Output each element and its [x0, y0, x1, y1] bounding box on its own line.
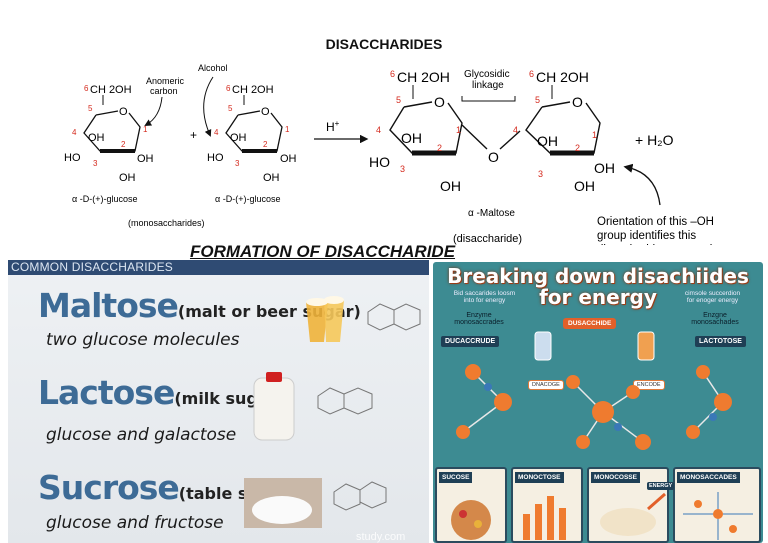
svg-text:2: 2	[437, 143, 442, 153]
disaccharide-group: (disaccharide)	[453, 233, 522, 245]
maltose-label: α -Maltose	[468, 208, 515, 219]
svg-text:1: 1	[592, 130, 597, 140]
sucrose-name: Sucrose	[38, 468, 180, 507]
small-text-right: cimsole succerdion for enoger energy	[684, 290, 741, 304]
ring-o-4: O	[572, 94, 583, 110]
reaction-diagram: 6 CH 2OH 5 O 1 4 2 3 OH HO OH OH Anomeri…	[64, 63, 737, 245]
svg-text:5: 5	[535, 95, 540, 105]
svg-text:3: 3	[93, 159, 98, 168]
svg-text:3: 3	[538, 169, 543, 179]
maltose-sub: two glucose molecules	[46, 330, 240, 350]
oh-label-4c: OH	[574, 178, 595, 194]
sugar-pile-image: study.com	[244, 478, 405, 543]
ch2oh-label-4: CH 2OH	[536, 69, 589, 85]
glucose-1-label: α -D-(+)-glucose	[72, 194, 137, 204]
bottom-label-1: SUCOSE	[439, 472, 473, 483]
svg-text:4: 4	[513, 125, 518, 135]
lactose-item: Lactose(milk sugar)	[38, 373, 284, 412]
svg-text:3: 3	[400, 164, 405, 174]
svg-text:1: 1	[143, 125, 148, 134]
beer-glasses-image	[306, 296, 421, 342]
monosaccharides-group: (monosaccharides)	[128, 218, 205, 228]
svg-text:4: 4	[214, 128, 219, 137]
ch2oh-label-1: CH 2OH	[90, 84, 132, 96]
oh-label-3a: OH	[401, 130, 422, 146]
plus-sign: +	[190, 128, 197, 142]
left-tag: DUCACCRUDE	[441, 336, 500, 347]
energy-infographic-panel: Breaking down disachiides for energy Bid…	[433, 262, 763, 543]
oh-label-1c: OH	[119, 172, 136, 184]
center-tag: DUSACCHIDE	[563, 318, 617, 329]
svg-text:5: 5	[396, 95, 401, 105]
water-product: + H₂O	[635, 132, 674, 148]
right-tag: LACTOTOSE	[695, 336, 746, 347]
small-text-left: Bid saccarides loosm into for energy	[453, 290, 516, 304]
oh-label-3b: OH	[440, 178, 461, 194]
svg-text:5: 5	[88, 104, 93, 113]
svg-text:5: 5	[228, 104, 233, 113]
formation-heading: FORMATION OF DISACCHARIDE	[189, 242, 456, 261]
enzyme-right: Enzgne monosachades	[691, 312, 739, 326]
maltose-name: Maltose	[38, 286, 179, 325]
ho-label-3: HO	[369, 154, 390, 170]
ring-o-3: O	[434, 94, 445, 110]
svg-text:1: 1	[285, 125, 290, 134]
enzyme-left: Enzyme monosaccrades	[454, 312, 504, 326]
ho-label-2: HO	[207, 152, 224, 164]
maltose-structure: 6 CH 2OH 5 O 1 4 2 3 OH HO OH Glycosidic…	[369, 69, 615, 194]
orientation-arrow	[623, 163, 661, 206]
svg-text:6: 6	[226, 84, 231, 93]
ring-o-1: O	[119, 106, 128, 118]
pill-2: ENCODE	[633, 380, 665, 390]
watermark: study.com	[356, 531, 405, 543]
svg-text:4: 4	[72, 128, 77, 137]
oh-label-2a: OH	[230, 132, 247, 144]
oh-label-4a: OH	[537, 133, 558, 149]
lactose-name: Lactose	[38, 373, 175, 412]
ch2oh-label-2: CH 2OH	[232, 84, 274, 96]
panel-banner: COMMON DISACCHARIDES	[8, 260, 429, 275]
molecule-network	[456, 331, 732, 450]
ch2oh-label-3: CH 2OH	[397, 69, 450, 85]
glucose-2-structure: Alcohol 6 CH 2OH 5 O 1 4 2 3 OH HO OH OH	[198, 63, 297, 184]
bottom-label-4: MONOSACCADES	[677, 472, 740, 483]
ho-label-1: HO	[64, 152, 81, 164]
svg-text:1: 1	[456, 125, 461, 135]
svg-text:2: 2	[121, 140, 126, 149]
oh-label-1b: OH	[137, 153, 154, 165]
svg-text:6: 6	[390, 69, 395, 79]
alcohol-note: Alcohol	[198, 63, 228, 73]
oh-label-2c: OH	[263, 172, 280, 184]
sucrose-sub: glucose and fructose	[46, 513, 224, 533]
bottom-illustrations	[451, 492, 753, 540]
page-title: DISACCHARIDES	[325, 36, 443, 52]
svg-text:6: 6	[529, 69, 534, 79]
pill-1: DNACOGE	[528, 380, 564, 390]
lactose-sub: glucose and galactose	[46, 425, 237, 445]
oh-label-2b: OH	[280, 153, 297, 165]
svg-text:6: 6	[84, 84, 89, 93]
bottom-label-3: MONOCOSSE	[591, 472, 640, 483]
bridge-oxygen: O	[488, 149, 499, 165]
infographic-title-line: Breaking down disachiides for energy	[447, 264, 749, 309]
svg-text:2: 2	[575, 143, 580, 153]
oh-label-4b: OH	[594, 160, 615, 176]
energy-tag: ENERGY	[647, 482, 675, 490]
infographic-title: Breaking down disachiides for energy	[433, 266, 763, 308]
glucose-2-label: α -D-(+)-glucose	[215, 194, 280, 204]
common-disaccharides-panel: COMMON DISACCHARIDES Maltose(malt or bee…	[8, 260, 429, 543]
catalyst-label: H+	[326, 119, 340, 134]
svg-text:3: 3	[235, 159, 240, 168]
glucose-1-structure: 6 CH 2OH 5 O 1 4 2 3 OH HO OH OH Anomeri…	[64, 76, 185, 184]
svg-text:4: 4	[376, 125, 381, 135]
ring-o-2: O	[261, 106, 270, 118]
svg-text:2: 2	[263, 140, 268, 149]
bottom-label-2: MONOCTOSE	[515, 472, 564, 483]
oh-label-1a: OH	[88, 132, 105, 144]
milk-jug-image	[253, 372, 373, 441]
